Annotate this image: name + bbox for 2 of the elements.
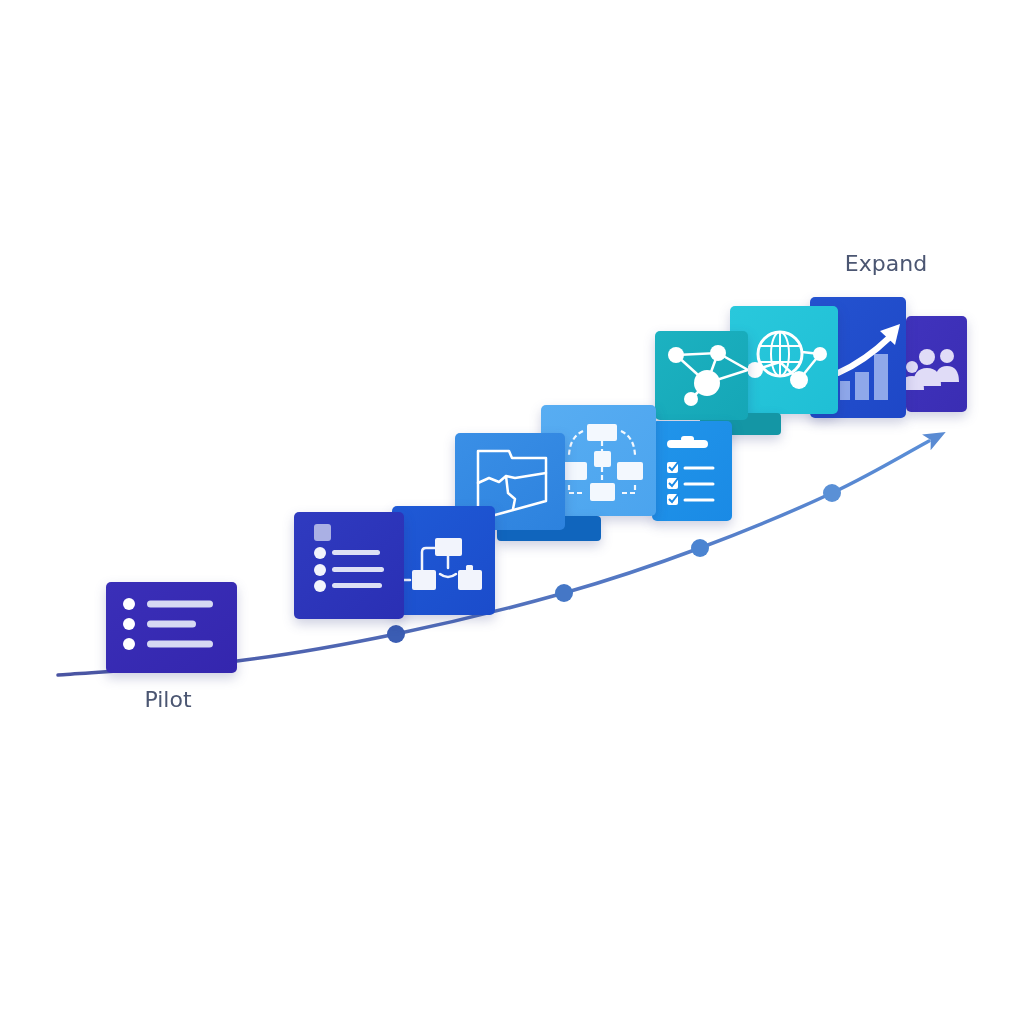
stage-label: Pilot: [144, 687, 192, 713]
stage-label: Expand: [844, 251, 928, 277]
